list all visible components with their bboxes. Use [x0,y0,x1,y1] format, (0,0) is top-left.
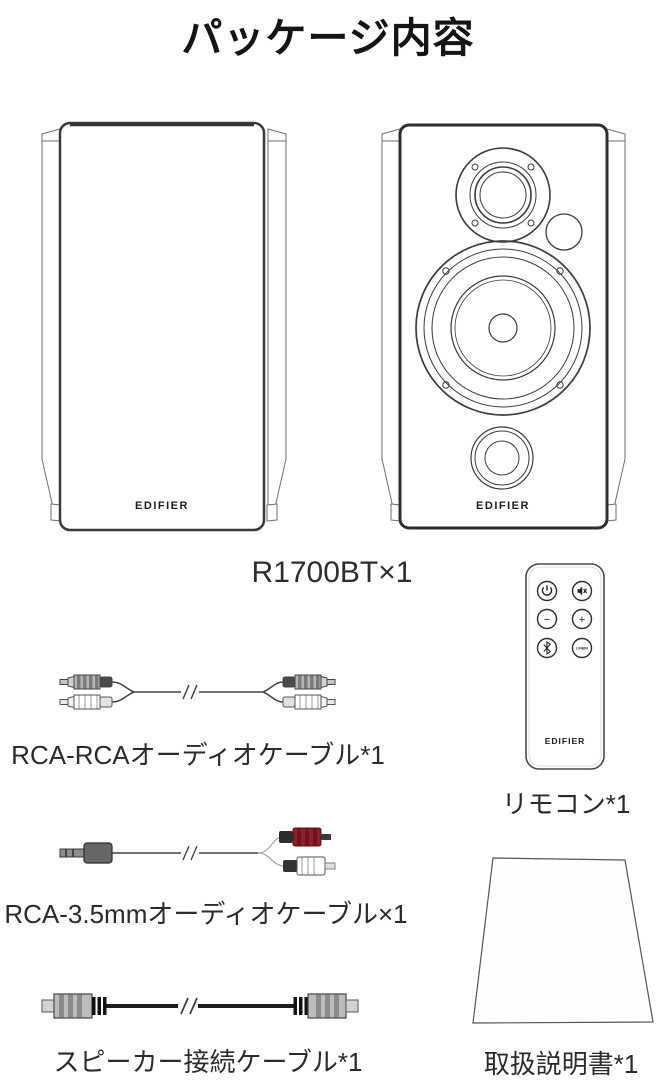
rca-rca-cable-illustration [59,674,336,710]
remote-label: リモコン*1 [501,789,631,819]
manual-label: 取扱説明書*1 [483,1049,639,1079]
line-in-button [571,637,593,659]
volume-up-button [571,608,593,630]
control-knob [545,213,583,251]
rca-plug-gray [282,674,336,690]
cable-split-wires [257,836,284,867]
bass-port [470,426,534,490]
woofer [415,240,591,416]
speaker-grille-face [58,121,266,532]
rca-plug-white [282,694,336,710]
din-connector [293,993,359,1019]
power-icon [541,585,553,596]
speakers-label: R1700BT×1 [251,556,413,589]
speaker-side-panels [381,128,626,522]
rca-35mm-cable-label: RCA-3.5mmオーディオケーブル×1 [4,899,408,929]
minus-label: − [544,614,550,626]
remote-illustration: − + LINEIN EDIFIER [525,563,605,770]
rca-plug-gray [59,674,113,690]
remote-body-inner-line [528,566,602,767]
rca-plug-white [283,856,336,876]
bluetooth-icon [543,640,552,656]
plus-label: + [579,614,585,626]
page-title: パッケージ内容 [181,15,475,61]
manual-illustration [472,857,654,1024]
rca-plug-red [279,827,331,847]
mute-icon [577,586,588,596]
rca-35mm-cable-illustration [59,827,336,876]
rca-plug-white [59,694,113,710]
line-in-label: LINEIN [576,646,588,650]
speaker-side-panels [41,128,287,522]
cable-wire [106,997,294,1015]
speaker-cable-illustration [41,993,359,1019]
manual-sheet [472,857,654,1024]
speaker-grille-illustration: EDIFIER [41,121,287,532]
speaker-cable-label: スピーカー接続ケーブル*1 [53,1047,363,1077]
speaker-front-illustration: EDIFIER [381,123,626,530]
speaker-brand-logo: EDIFIER [476,500,530,512]
tweeter [455,147,551,243]
rca-rca-cable-label: RCA-RCAオーディオケーブル*1 [11,740,385,770]
speaker-brand-logo: EDIFIER [135,500,189,512]
power-button [536,580,558,602]
din-connector [41,993,107,1019]
cable-wire [112,845,258,861]
remote-brand-logo: EDIFIER [545,736,586,746]
cable-wire [111,681,284,703]
volume-down-button [536,608,558,630]
aux-35mm-plug [59,842,113,864]
speaker-front-baffle [398,123,609,530]
